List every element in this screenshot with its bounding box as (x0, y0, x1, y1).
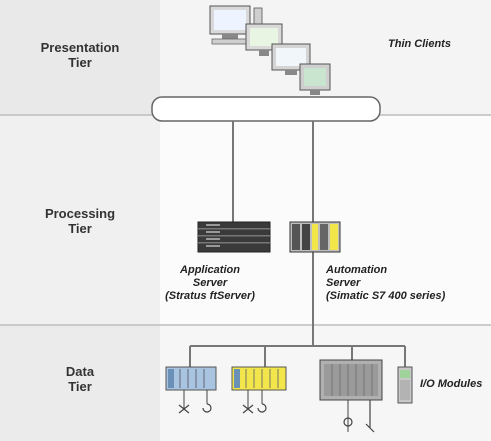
io-module-yellow-icon (231, 366, 287, 414)
io-modules-label: I/O Modules (420, 378, 483, 390)
io-module-blue-icon (165, 366, 217, 414)
thin-clients-label: Thin Clients (388, 38, 451, 50)
processing-tier-label: Processing Tier (44, 206, 116, 236)
network-bus (151, 96, 381, 122)
data-tier-left (0, 325, 160, 441)
presentation-tier-label: Presentation Tier (40, 40, 120, 70)
automation-server-label: Automation Server (Simatic S7 400 series… (326, 264, 446, 302)
rack-server-icon (197, 221, 271, 253)
desktop-computers-icon (209, 5, 331, 95)
io-module-slim-icon (397, 366, 413, 404)
plc-rack-icon (289, 221, 341, 253)
data-tier-label: Data Tier (65, 364, 95, 394)
presentation-tier-left (0, 0, 160, 115)
application-server-label: Application Server (Stratus ftServer) (165, 264, 255, 302)
processing-tier-left (0, 115, 160, 325)
io-cabinet-icon (319, 359, 383, 433)
